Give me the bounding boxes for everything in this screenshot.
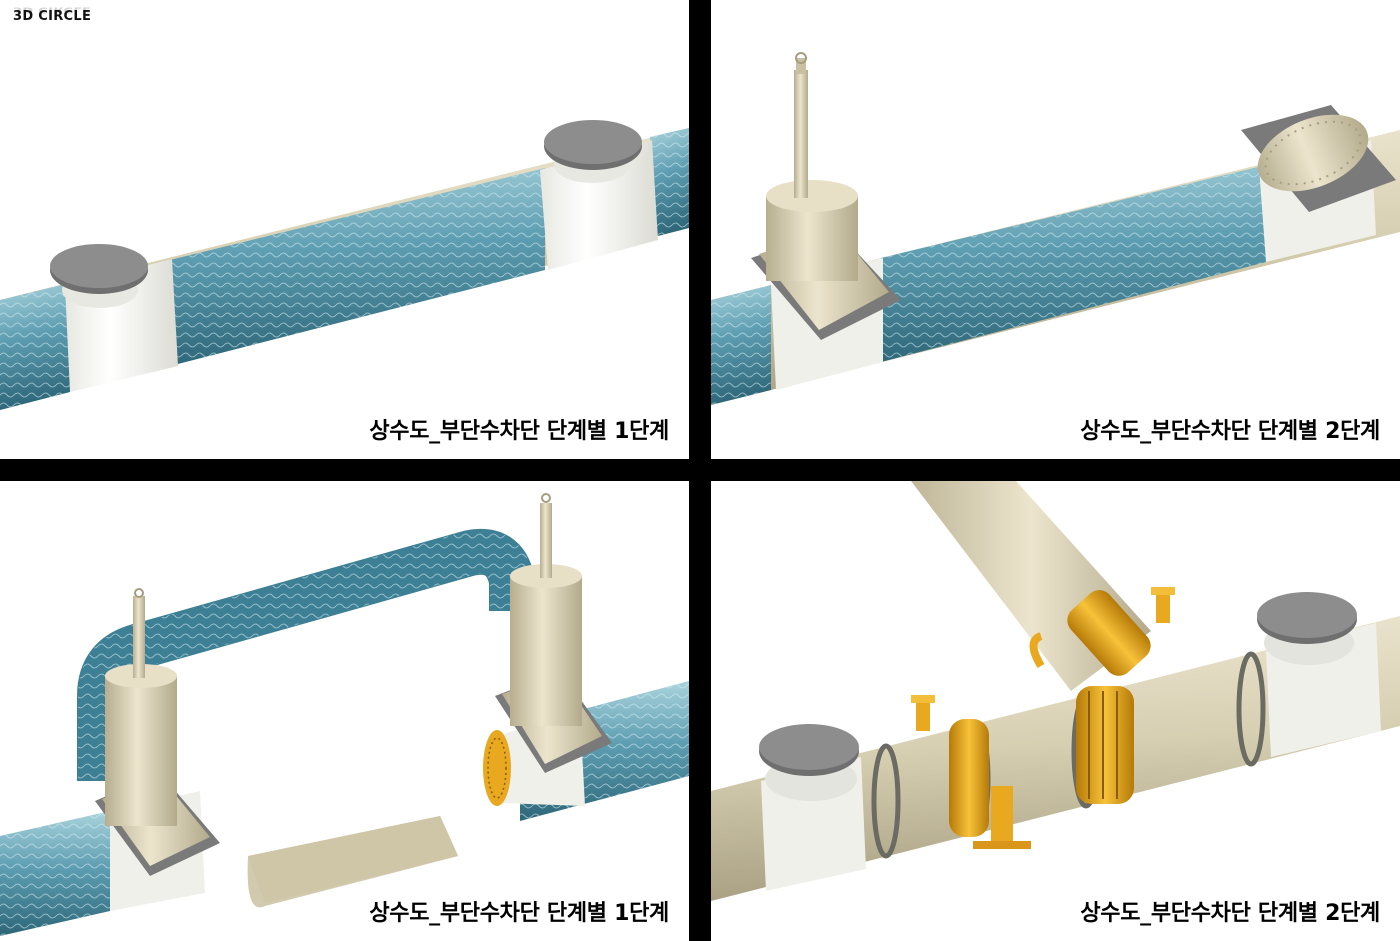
gate-valve-body [510, 576, 582, 726]
valve-fitting [916, 701, 930, 731]
pipe-illustration-1 [0, 120, 689, 410]
panel-caption: 상수도_부단수차단 단계별 1단계 [369, 419, 669, 444]
gate-valve-body [105, 676, 177, 826]
valve-stem [133, 596, 145, 678]
bypass-hose [1029, 632, 1045, 669]
pipe-illustration-2 [711, 52, 1400, 405]
brand-logo: 3D CIRCLE [13, 9, 92, 24]
support-stand [991, 786, 1013, 846]
panel-step1-bottom: 상수도_부단수차단 단계별 1단계 [0, 481, 689, 941]
pipe-end-strainer [483, 730, 511, 806]
pipe-illustration-3 [0, 493, 689, 936]
panel-step2-bottom: 상수도_부단수차단 단계별 2단계 [711, 481, 1400, 941]
panel-step2-top: 상수도_부단수차단 단계별 2단계 [711, 0, 1400, 459]
panel-step1-top: 3D CIRCLE 3D CIRCLE [0, 0, 689, 459]
gold-coupling [949, 719, 989, 837]
gold-coupling [1067, 590, 1151, 676]
panel-caption: 상수도_부단수차단 단계별 1단계 [369, 901, 669, 926]
valve-stem [540, 503, 552, 578]
pipe-body [711, 616, 1400, 901]
valve-fitting [1156, 593, 1170, 623]
pipe-illustration-4 [711, 481, 1400, 901]
valve-stem [794, 70, 808, 198]
panel-caption: 상수도_부단수차단 단계별 2단계 [1080, 901, 1380, 926]
panel-caption: 상수도_부단수차단 단계별 2단계 [1080, 419, 1380, 444]
gold-coupling [1076, 686, 1134, 804]
